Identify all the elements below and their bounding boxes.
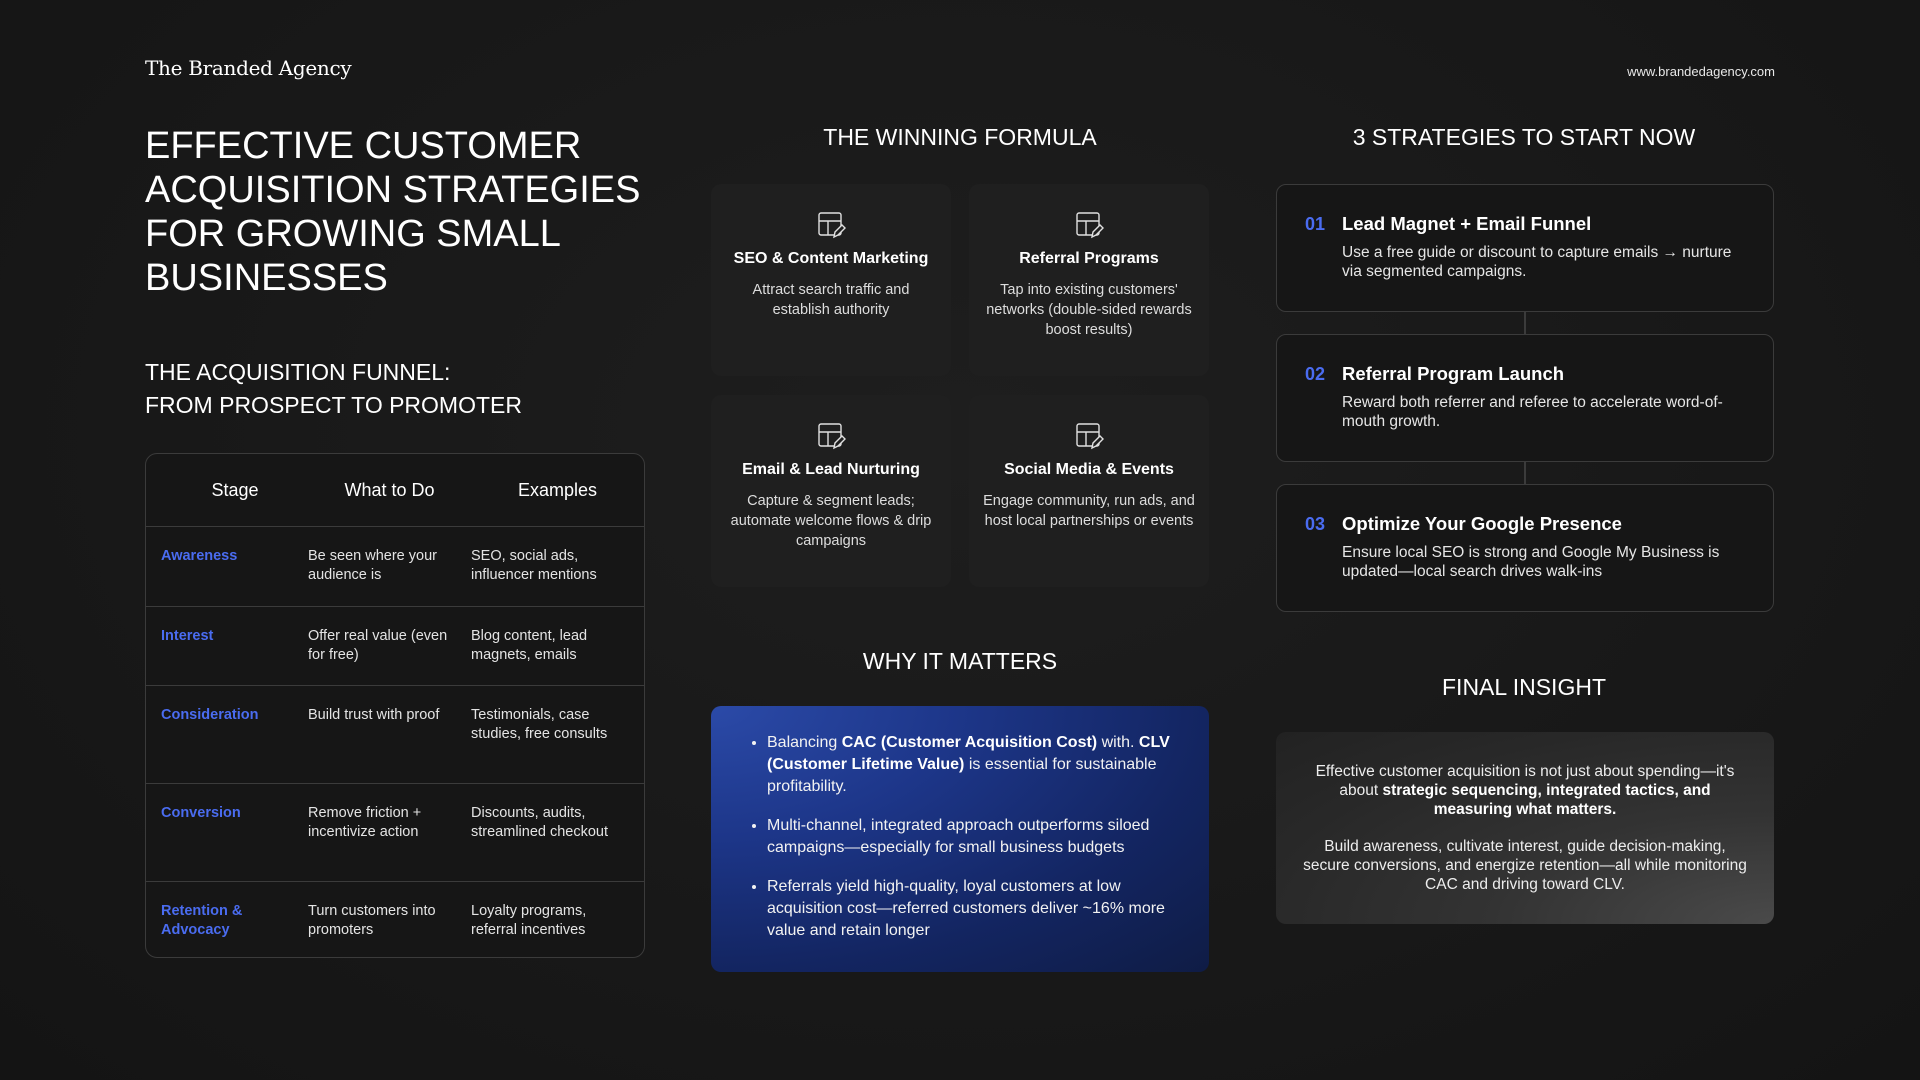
- formula-card-email: Email & Lead Nurturing Capture & segment…: [711, 395, 951, 587]
- table-row: Conversion Remove friction + incentivize…: [146, 784, 644, 882]
- formula-card-title: Email & Lead Nurturing: [742, 461, 920, 478]
- row-stage: Interest: [161, 628, 214, 644]
- page-title: EFFECTIVE CUSTOMER ACQUISITION STRATEGIE…: [145, 125, 641, 299]
- strategies-title: 3 STRATEGIES TO START NOW: [1352, 124, 1696, 150]
- formula-card-desc: Attract search traffic and establish aut…: [752, 282, 910, 318]
- formula-card-title: SEO & Content Marketing: [733, 250, 929, 267]
- funnel-title-line1: THE ACQUISITION FUNNEL:: [145, 359, 451, 385]
- strategy-title: Referral Program Launch: [1342, 363, 1565, 384]
- site-url: www.brandedagency.com: [1627, 64, 1775, 79]
- formula-card-social: Social Media & Events Engage community, …: [969, 395, 1209, 587]
- formula-card-title: Referral Programs: [1019, 250, 1159, 267]
- header-stage: Stage: [211, 479, 259, 500]
- why-it-matters-box: Balancing CAC (Customer Acquisition Cost…: [711, 706, 1209, 972]
- strategy-title: Lead Magnet + Email Funnel: [1342, 213, 1592, 234]
- strategy-desc: Use a free guide or discount to capture …: [1342, 244, 1732, 280]
- why-b1-mid: with.: [1097, 734, 1139, 751]
- layout-edit-icon: [1076, 212, 1104, 239]
- layout-edit-icon: [818, 212, 846, 239]
- row-stage: Retention & Advocacy: [161, 903, 243, 938]
- strategy-desc: Ensure local SEO is strong and Google My…: [1342, 544, 1720, 580]
- formula-title: THE WINNING FORMULA: [823, 124, 1097, 150]
- table-row: Retention & Advocacy Turn customers into…: [146, 882, 644, 957]
- row-stage: Awareness: [161, 548, 238, 564]
- brand-logo: The Branded Agency: [145, 56, 352, 80]
- strategy-number: 03: [1305, 514, 1326, 534]
- strategy-connector: [1524, 312, 1526, 334]
- final-insight-title: FINAL INSIGHT: [1442, 674, 1606, 700]
- why-b1-bold2: CLV (Customer Lifetime Value): [767, 734, 1170, 773]
- table-row: Interest Offer real value (even for free…: [146, 607, 644, 686]
- table-row: Awareness Be seen where your audience is…: [146, 527, 644, 607]
- row-what: Be seen where your audience is: [308, 548, 437, 583]
- strategy-title: Optimize Your Google Presence: [1342, 513, 1622, 534]
- strategy-number: 02: [1305, 364, 1326, 384]
- row-examples: Testimonials, case studies, free consult…: [471, 707, 608, 742]
- funnel-table-header: Stage What to Do Examples: [146, 454, 644, 527]
- header-examples: Examples: [517, 479, 598, 500]
- why-b1-pre: Balancing: [767, 734, 842, 751]
- final-p1-pre: Effective customer acquisition is not ju…: [1315, 763, 1735, 799]
- formula-card-seo: SEO & Content Marketing Attract search t…: [711, 184, 951, 376]
- formula-card-desc: Capture & segment leads; automate welcom…: [730, 493, 932, 549]
- final-p1-bold: strategic sequencing, integrated tactics…: [1382, 782, 1711, 818]
- strategy-head: 01 Lead Magnet + Email Funnel: [1305, 213, 1743, 235]
- strategy-card-1: 01 Lead Magnet + Email Funnel Use a free…: [1276, 184, 1774, 312]
- final-paragraph-1: Effective customer acquisition is not ju…: [1302, 762, 1748, 819]
- formula-card-title: Social Media & Events: [1004, 461, 1174, 478]
- row-examples: SEO, social ads, influencer mentions: [471, 548, 597, 583]
- row-what: Offer real value (even for free): [308, 628, 448, 663]
- strategy-connector: [1524, 462, 1526, 484]
- why-bullet-1: Balancing CAC (Customer Acquisition Cost…: [767, 732, 1179, 798]
- layout-edit-icon: [818, 423, 846, 450]
- row-what: Build trust with proof: [308, 707, 440, 723]
- strategy-card-2: 02 Referral Program Launch Reward both r…: [1276, 334, 1774, 462]
- strategy-desc: Reward both referrer and referee to acce…: [1342, 394, 1723, 430]
- formula-card-desc: Tap into existing customers' networks (d…: [986, 282, 1192, 338]
- strategy-number: 01: [1305, 214, 1326, 234]
- formula-card-desc: Engage community, run ads, and host loca…: [983, 493, 1195, 529]
- layout-edit-icon: [1076, 423, 1104, 450]
- header-what-to-do: What to Do: [344, 479, 435, 500]
- row-stage: Consideration: [161, 707, 259, 723]
- why-bullet-3: Referrals yield high-quality, loyal cust…: [767, 876, 1179, 942]
- funnel-title: THE ACQUISITION FUNNEL: FROM PROSPECT TO…: [145, 356, 665, 422]
- row-examples: Blog content, lead magnets, emails: [471, 628, 588, 663]
- row-examples: Loyalty programs, referral incentives: [471, 903, 587, 938]
- row-what: Turn customers into promoters: [308, 903, 436, 938]
- strategy-head: 02 Referral Program Launch: [1305, 363, 1743, 385]
- formula-card-referral: Referral Programs Tap into existing cust…: [969, 184, 1209, 376]
- funnel-table: Stage What to Do Examples Awareness Be s…: [145, 453, 645, 958]
- row-stage: Conversion: [161, 805, 241, 821]
- why-b1-post: is essential for sustainable profitabili…: [767, 756, 1157, 795]
- final-paragraph-2: Build awareness, cultivate interest, gui…: [1303, 838, 1747, 893]
- why-list: Balancing CAC (Customer Acquisition Cost…: [735, 732, 1179, 942]
- why-bullet-2: Multi-channel, integrated approach outpe…: [767, 815, 1179, 859]
- row-examples: Discounts, audits, streamlined checkout: [471, 805, 609, 840]
- why-title: WHY IT MATTERS: [862, 648, 1058, 674]
- row-what: Remove friction + incentivize action: [308, 805, 422, 840]
- table-row: Consideration Build trust with proof Tes…: [146, 686, 644, 784]
- final-insight-box: Effective customer acquisition is not ju…: [1276, 732, 1774, 924]
- why-b1-bold1: CAC (Customer Acquisition Cost): [841, 734, 1098, 751]
- funnel-title-line2: FROM PROSPECT TO PROMOTER: [145, 392, 522, 418]
- strategy-card-3: 03 Optimize Your Google Presence Ensure …: [1276, 484, 1774, 612]
- strategy-head: 03 Optimize Your Google Presence: [1305, 513, 1743, 535]
